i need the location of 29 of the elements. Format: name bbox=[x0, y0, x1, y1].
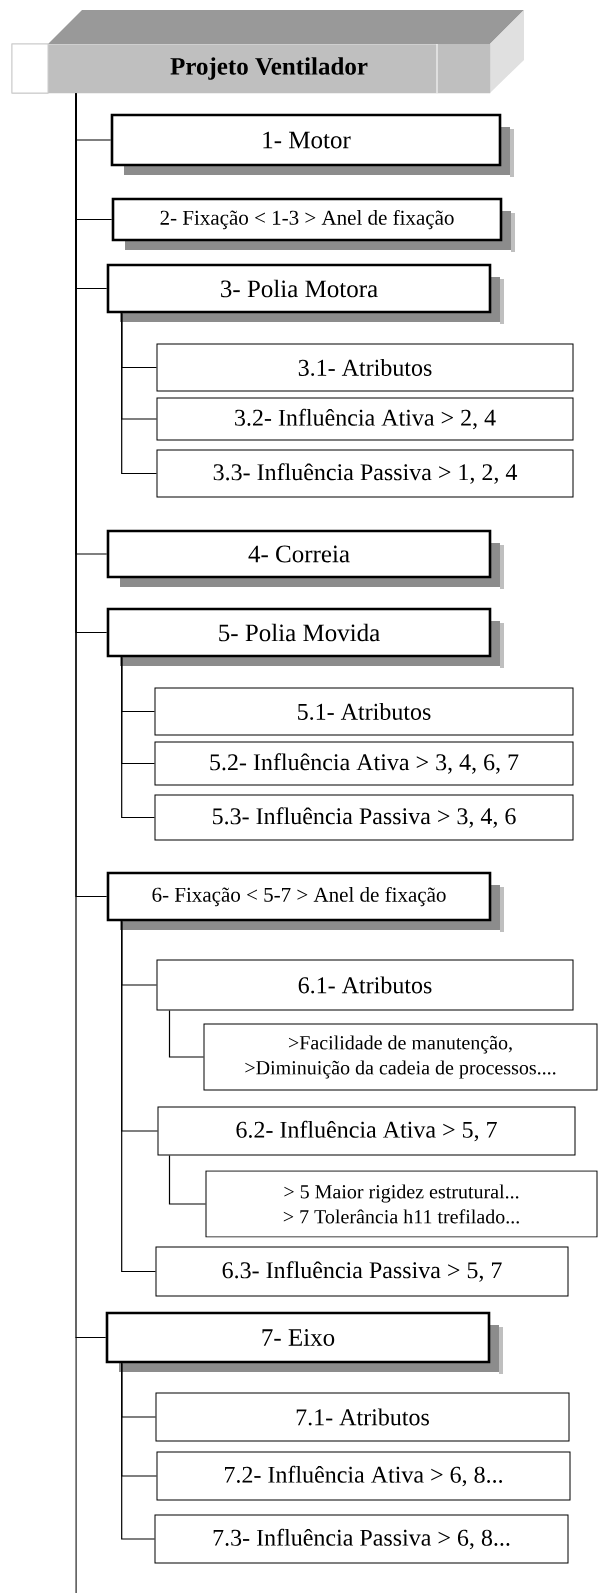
property-box: 6.3- Influência Passiva > 5, 7 bbox=[155, 1246, 569, 1297]
connector-line bbox=[75, 92, 107, 1339]
component-box: 4- Correia bbox=[106, 529, 504, 589]
connector-line bbox=[121, 656, 156, 819]
property-box: 3.2- Influência Ativa > 2, 4 bbox=[156, 397, 574, 441]
property-box: 3.1- Atributos bbox=[156, 343, 574, 392]
property-box: 6.2- Influência Ativa > 5, 7 bbox=[157, 1106, 576, 1156]
connector-line bbox=[121, 312, 158, 475]
note-box: >Facilidade de manutenção, >Diminuição da cadeia de processos.... bbox=[203, 1023, 598, 1091]
connector-line bbox=[121, 1362, 156, 1540]
component-box: 1- Motor bbox=[110, 113, 514, 177]
property-box: 5.3- Influência Passiva > 3, 4, 6 bbox=[154, 794, 574, 841]
connector-line bbox=[168, 1154, 207, 1205]
property-box: 7.1- Atributos bbox=[155, 1392, 570, 1442]
property-box: 5.1- Atributos bbox=[154, 687, 574, 736]
header-block: Projeto Ventilador bbox=[11, 10, 524, 94]
connector-line bbox=[168, 1009, 205, 1058]
property-box: 6.1- Atributos bbox=[156, 959, 574, 1011]
property-box: 5.2- Influência Ativa > 3, 4, 6, 7 bbox=[154, 741, 574, 786]
component-box: 7- Eixo bbox=[105, 1311, 503, 1374]
property-box: 7.2- Influência Ativa > 6, 8... bbox=[156, 1451, 571, 1501]
component-box: 2- Fixação < 1-3 > Anel de fixação bbox=[111, 197, 515, 252]
property-box: 3.3- Influência Passiva > 1, 2, 4 bbox=[156, 449, 574, 498]
property-box: 7.3- Influência Passiva > 6, 8... bbox=[154, 1514, 569, 1564]
note-box: > 5 Maior rigidez estrutural... > 7 Tolerância h11 trefilado... bbox=[205, 1170, 598, 1238]
component-box: 3- Polia Motora bbox=[106, 263, 504, 324]
component-box: 5- Polia Movida bbox=[106, 607, 504, 668]
connector-line bbox=[121, 920, 157, 1273]
component-box: 6- Fixação < 5-7 > Anel de fixação bbox=[106, 871, 504, 932]
